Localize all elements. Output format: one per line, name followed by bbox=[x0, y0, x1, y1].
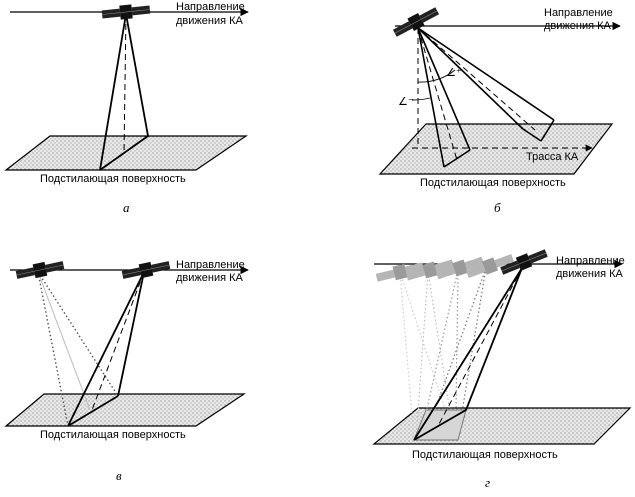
direction-label-line1: Направление bbox=[544, 7, 613, 19]
panel-v: Направление движения КА Подстилающая пов… bbox=[4, 257, 249, 483]
underlying-surface bbox=[4, 393, 246, 427]
angle-plus-label: ∠⁺ bbox=[446, 67, 462, 79]
caption-a: а bbox=[123, 200, 130, 215]
direction-label-line2: движения КА bbox=[176, 15, 244, 27]
satellite-icon bbox=[391, 4, 441, 40]
direction-label-line1: Направление bbox=[176, 1, 245, 13]
surface-label: Подстилающая поверхность bbox=[40, 429, 186, 441]
underlying-surface bbox=[4, 135, 248, 171]
caption-b: б bbox=[494, 200, 501, 215]
direction-label-line2: движения КА bbox=[544, 20, 612, 32]
surface-label: Подстилающая поверхность bbox=[40, 173, 186, 185]
surface-label: Подстилающая поверхность bbox=[412, 449, 558, 461]
panel-a: Направление движения КА Подстилающая пов… bbox=[4, 1, 249, 215]
angle-minus-label: ∠⁻ bbox=[398, 96, 414, 108]
underlying-surface bbox=[378, 123, 614, 175]
satellite-icon bbox=[101, 2, 151, 22]
panel-g: Направление движения КА Подстилающая пов… bbox=[372, 246, 632, 490]
surface-label: Подстилающая поверхность bbox=[420, 177, 566, 189]
direction-label-line2: движения КА bbox=[556, 268, 624, 280]
direction-label-line1: Направление bbox=[176, 259, 245, 271]
track-label: Трасса КА bbox=[526, 151, 579, 163]
caption-v: в bbox=[116, 468, 122, 483]
direction-label-line1: Направление bbox=[556, 255, 625, 267]
direction-label-line2: движения КА bbox=[176, 272, 244, 284]
caption-g: г bbox=[485, 475, 490, 490]
underlying-surface bbox=[372, 407, 632, 445]
satellite-icon bbox=[120, 257, 172, 283]
panel-b: Направление движения КА Трасса КА ∠⁺ ∠⁻ … bbox=[378, 4, 621, 215]
